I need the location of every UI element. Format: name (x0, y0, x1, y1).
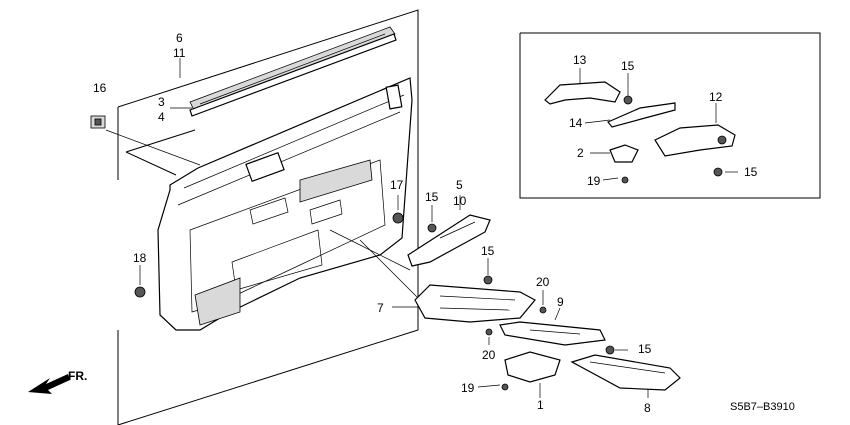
callout-13: 13 (573, 53, 587, 67)
diagram-code: S5B7–B3910 (730, 401, 795, 413)
switch-part-1 (504, 351, 561, 383)
callout-15-c: 15 (638, 342, 652, 356)
direction-label: FR. (68, 369, 87, 383)
callout-15-d: 15 (621, 59, 635, 73)
callout-16: 16 (93, 81, 107, 95)
armrest-cover-part (407, 214, 491, 267)
callout-19-b: 19 (587, 174, 601, 188)
callout-4: 4 (158, 110, 165, 124)
callout-11: 11 (173, 46, 186, 60)
clip-part-16 (90, 115, 106, 129)
callout-12: 12 (709, 90, 723, 104)
door-lining-panel (157, 77, 413, 331)
detail-inset-frame (519, 32, 821, 199)
callout-1: 1 (537, 398, 544, 412)
leader-lines (105, 58, 738, 398)
callout-2: 2 (577, 146, 584, 160)
pull-pocket-part (570, 354, 681, 391)
callout-6: 6 (176, 31, 183, 45)
callout-3: 3 (158, 95, 165, 109)
callout-15-b: 15 (481, 244, 495, 258)
callout-18: 18 (133, 251, 147, 265)
weatherstrip-part (189, 26, 397, 117)
front-direction-arrow-icon (28, 374, 70, 394)
power-window-switch-panel-part (499, 321, 606, 346)
callout-20-a: 20 (536, 275, 550, 289)
callout-9: 9 (557, 295, 564, 309)
bracket-part-2 (609, 144, 639, 163)
callout-19-a: 19 (461, 381, 475, 395)
callout-14: 14 (569, 116, 583, 130)
callout-15-e: 15 (744, 165, 758, 179)
switch-panel-part (414, 284, 536, 323)
exploded-view-frame (117, 9, 419, 425)
callout-17: 17 (390, 178, 404, 192)
inside-handle-part (654, 124, 736, 157)
callout-7: 7 (377, 301, 384, 315)
fastener-parts (134, 95, 723, 391)
trim-part-14 (607, 102, 676, 128)
callout-20-b: 20 (482, 348, 496, 362)
callout-5: 5 (456, 178, 463, 192)
callout-8: 8 (644, 401, 651, 415)
callout-15-a: 15 (425, 190, 439, 204)
callout-10: 10 (453, 194, 467, 208)
inside-handle-bezel-part (544, 81, 621, 105)
callout-labels: 6 11 16 3 4 17 18 15 5 10 15 20 7 9 20 1… (68, 31, 795, 415)
